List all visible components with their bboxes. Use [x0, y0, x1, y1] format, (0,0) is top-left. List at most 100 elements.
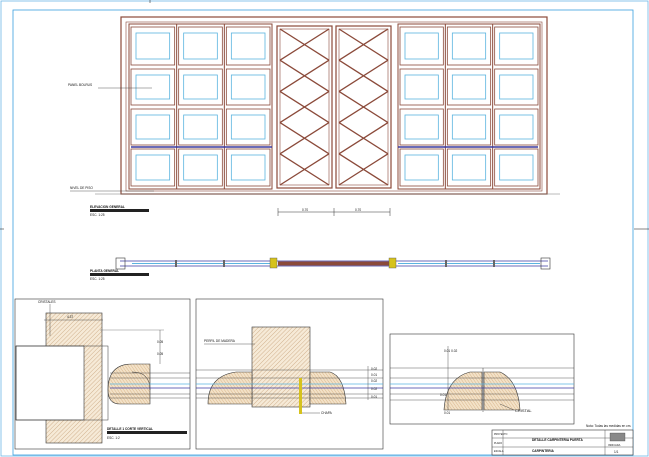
plan-scale: ESC. 1:25: [90, 277, 105, 281]
plan-mullion: [493, 260, 495, 267]
glass-pane: [404, 32, 439, 60]
plan-mullion: [445, 260, 447, 267]
dim-label: 0.02: [371, 367, 377, 371]
glass-pane: [183, 74, 218, 100]
glass-pane: [135, 154, 171, 181]
detail-label: PERFIL DE MADERA: [204, 339, 236, 343]
elevation-scale: ESC. 1:25: [90, 213, 105, 217]
panel-muntin: [446, 148, 492, 187]
leaf-frame: [128, 23, 273, 190]
detail-label: CRISTAL: [515, 408, 532, 413]
glass-pane: [230, 154, 266, 181]
panel-muntin: [399, 108, 444, 146]
lattice-bar: [338, 122, 389, 155]
center-lattice-doors: [276, 25, 392, 189]
lattice-bar: [279, 122, 330, 155]
wall-cut: [15, 345, 85, 421]
glass-pane: [135, 74, 171, 100]
glass-pane: [230, 114, 266, 140]
panel-muntin: [399, 68, 444, 106]
dim-label: 0.01: [444, 411, 450, 415]
plan-mullion: [223, 260, 225, 267]
panel-muntin: [225, 68, 271, 106]
right-leaf: [397, 23, 541, 190]
lattice-bar: [338, 153, 389, 186]
glass-pane: [404, 154, 439, 181]
lattice-bar: [338, 28, 389, 61]
panel-muntin: [130, 68, 176, 106]
glass-pane: [183, 32, 218, 60]
inner-frame: [125, 21, 543, 192]
glass-pane: [451, 32, 487, 60]
door-elevation: PANEL BOLRUS NIVEL DE PISO ELEVACION GEN…: [68, 16, 560, 217]
panel-muntin: [225, 108, 271, 146]
moulding-curve: [131, 371, 151, 391]
lattice-door-frame: [335, 25, 392, 189]
detail-label: CHAPA: [321, 411, 333, 415]
panel-muntin: [225, 148, 271, 187]
general-note: Nota: Todas las medidas en cm.: [586, 424, 631, 428]
tb-value: CARPINTERIA: [532, 449, 554, 453]
detail-3: 0.01 0.02 0.01 0.01 CRISTAL: [389, 333, 575, 425]
plan-wood-leaf: [278, 261, 390, 266]
tb-value: DETALLE CARPINTERIA PUERTA: [532, 438, 583, 442]
panel-muntin: [130, 26, 176, 66]
glass-pane: [404, 74, 439, 100]
lattice-bar: [279, 153, 330, 186]
dim-label: 0.01: [371, 373, 377, 377]
dim-label: 0.01: [440, 393, 446, 397]
glass-pane: [451, 154, 487, 181]
plan-hinge: [388, 257, 397, 269]
glass-pane: [499, 114, 534, 140]
glass-pane: [499, 154, 534, 181]
dim-label: 0.02: [371, 387, 377, 391]
glass-pane: [404, 114, 439, 140]
title-block-frame: [491, 429, 634, 456]
plan-jamb: [540, 257, 551, 270]
lattice-bar: [279, 90, 330, 124]
panel-muntin: [225, 26, 271, 66]
leader-line: [499, 403, 515, 411]
lattice-bar: [279, 28, 330, 61]
plan-mullions: [175, 260, 495, 267]
tb-scale: INDICADA: [608, 443, 621, 447]
panel-muntin: [494, 148, 539, 187]
ground-label: NIVEL DE PISO: [70, 186, 93, 190]
plan-jamb: [115, 257, 126, 270]
dim-label: 0.05: [157, 352, 163, 356]
detail-title: DETALLE 1 CORTE VERTICAL: [107, 427, 153, 431]
sheet-border-inner: [12, 9, 634, 456]
panel-muntin: [130, 148, 176, 187]
tb-label: PLANO: [494, 442, 502, 445]
panel-muntin: [399, 26, 444, 66]
elevation-title: ELEVACION GENERAL: [90, 205, 125, 209]
wall-cut: [15, 345, 109, 421]
dim-label: 0.02: [371, 379, 377, 383]
tb-logo: [609, 432, 626, 442]
plan-mullion: [175, 260, 177, 267]
detail-scale: ESC. 1:2: [107, 436, 120, 440]
panel-muntin: [494, 68, 539, 106]
panel-muntin: [494, 108, 539, 146]
plan-title: PLANTA GENERAL: [90, 269, 119, 273]
panel-muntin: [178, 26, 223, 66]
title-underline: [90, 273, 149, 276]
title-underline: [107, 431, 187, 434]
glass-pane: [183, 154, 218, 181]
dim-label: 4.37: [67, 315, 73, 319]
lattice-bar: [279, 59, 330, 92]
detail-label: CRISTALES: [38, 300, 55, 304]
plan-hinge: [269, 257, 278, 269]
panel-muntin: [446, 68, 492, 106]
panel-muntin: [130, 108, 176, 146]
panel-muntin: [399, 148, 444, 187]
glass-pane: [230, 74, 266, 100]
glass-pane: [451, 74, 487, 100]
glass-pane: [499, 74, 534, 100]
glass-pane: [183, 114, 218, 140]
glass-pane: [499, 32, 534, 60]
panel-muntin: [446, 108, 492, 146]
outer-frame: [120, 16, 548, 195]
